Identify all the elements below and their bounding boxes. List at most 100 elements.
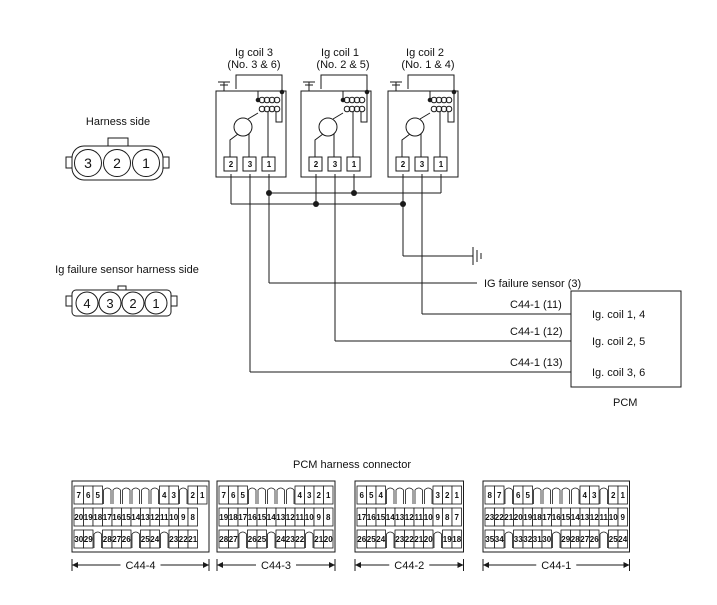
pcm-connector-pin: 14 — [571, 513, 580, 522]
coil-3-pin-1: 1 — [267, 160, 272, 169]
ignition-coil-2 — [300, 74, 372, 178]
pcm-connector-pin: 20 — [324, 535, 333, 544]
pcm-connector-pin: 19 — [219, 513, 228, 522]
pcm-connector-pin: 26 — [248, 535, 257, 544]
ignition-coil-1 — [215, 74, 287, 178]
pcm-connector-pin: 17 — [542, 513, 551, 522]
pcm-connector-pin: 26 — [590, 535, 599, 544]
coil-1-sublabel: (No. 2 & 5) — [316, 59, 369, 71]
pcm-connector-pin: 2 — [191, 491, 196, 500]
pcm-connector-pin: 23 — [395, 535, 404, 544]
pcm-connector-pin: 11 — [296, 513, 305, 522]
pcm-connector-pin: 12 — [405, 513, 414, 522]
pcm-connector-pin: 3 — [436, 491, 441, 500]
pcm-connector-pin: 7 — [455, 513, 460, 522]
pcm-connector-pin: 29 — [561, 535, 570, 544]
junction-dots — [266, 190, 406, 207]
pcm-connector-pin: 4 — [298, 491, 303, 500]
pcm-connector-pin: 19 — [443, 535, 452, 544]
pcm-connector-pin: 6 — [86, 491, 91, 500]
pcm-connector-pin: 8 — [191, 513, 196, 522]
pcm-connector-pin: 22 — [405, 535, 414, 544]
pcm-connector-pin: 1 — [621, 491, 626, 500]
pcm-connector-pin: 25 — [367, 535, 376, 544]
pcm-connector-pin: 12 — [286, 513, 295, 522]
pcm-connector-pin: 2 — [445, 491, 450, 500]
sensor-pin-2: 2 — [129, 296, 136, 311]
pcm-connector-pin: 17 — [103, 513, 112, 522]
pcm-connector-pin: 24 — [376, 535, 385, 544]
pcm-connector-pin: 9 — [181, 513, 186, 522]
pcm-connector-pin: 5 — [526, 491, 531, 500]
pcm-connector-pin: 20 — [74, 513, 83, 522]
pcm-connector-pin: 16 — [367, 513, 376, 522]
pcm-connector-pin: 7 — [77, 491, 82, 500]
pcm-connector-pin: 29 — [84, 535, 93, 544]
coil-3-sublabel: (No. 3 & 6) — [227, 59, 280, 71]
pcm-connector-pin: 9 — [436, 513, 441, 522]
pcm-connector-pin: 6 — [516, 491, 521, 500]
pcm-connector-pin: 4 — [583, 491, 588, 500]
pcm-connector-pin: 23 — [169, 535, 178, 544]
pcm-connector-pin: 27 — [580, 535, 589, 544]
pcm-connector-pin: 14 — [267, 513, 276, 522]
pcm-connector-pin: 8 — [445, 513, 450, 522]
pcm-connector-pin: 18 — [229, 513, 238, 522]
pcm-connector-pin: 13 — [141, 513, 150, 522]
sensor-harness-label: Ig failure sensor harness side — [55, 264, 199, 276]
pcm-connector-pin: 5 — [96, 491, 101, 500]
pcm-connector-title: PCM harness connector — [293, 459, 411, 471]
pcm-connector-pin: 21 — [504, 513, 513, 522]
pcm-connector-pin: 4 — [379, 491, 384, 500]
pcm-connector-pin: 30 — [542, 535, 551, 544]
pcm-connector-pin: 27 — [229, 535, 238, 544]
pcm-connector-pin: 10 — [609, 513, 618, 522]
pcm-connector-pin: 28 — [571, 535, 580, 544]
pcm-label: PCM — [613, 397, 637, 409]
pcm-connector-pin: 30 — [74, 535, 83, 544]
pcm-connector-pin: 25 — [257, 535, 266, 544]
pcm-connector-pin: 24 — [276, 535, 285, 544]
wiring — [230, 174, 571, 373]
pcm-connector-pin: 18 — [533, 513, 542, 522]
pcm-connector-pin: 6 — [360, 491, 365, 500]
pcm-connector-pin: 24 — [150, 535, 159, 544]
coil-3-label: Ig coil 3 — [235, 47, 273, 59]
pcm-connector-pin: 13 — [276, 513, 285, 522]
harness-pin-2: 2 — [113, 155, 121, 171]
ig-failure-sensor-label: IG failure sensor (3) — [484, 278, 581, 290]
pcm-connector-pin: 9 — [621, 513, 626, 522]
pcm-connector-pin: 31 — [533, 535, 542, 544]
pcm-connector-pin: 17 — [238, 513, 247, 522]
pcm-pin-ig-coil-3-6: Ig. coil 3, 6 — [592, 367, 645, 379]
sensor-pin-3: 3 — [106, 296, 113, 311]
coil-1-label: Ig coil 1 — [321, 47, 359, 59]
coil-3-pin-3: 3 — [248, 160, 253, 169]
pcm-connector-block-label: C44-1 — [541, 560, 571, 572]
pcm-connector-pin: 5 — [241, 491, 246, 500]
pcm-connector-pin: 1 — [455, 491, 460, 500]
pcm-connector-pin: 2 — [317, 491, 322, 500]
pcm-connector-pin: 28 — [103, 535, 112, 544]
pcm-connector-pin: 16 — [552, 513, 561, 522]
coil-1-pin-2: 2 — [314, 160, 319, 169]
pcm-connector-pin: 3 — [592, 491, 597, 500]
pcm-connector-pin: 33 — [514, 535, 523, 544]
pcm-connector-pin: 16 — [112, 513, 121, 522]
pcm-connector-pin: 23 — [485, 513, 494, 522]
ignition-coil-3 — [387, 74, 459, 178]
pcm-connector-pin: 28 — [219, 535, 228, 544]
pcm-connector-pin: 13 — [580, 513, 589, 522]
wire-c44-1-12-label: C44-1 (12) — [510, 326, 563, 338]
pcm-connector-pin: 15 — [257, 513, 266, 522]
pcm-connector-pin: 25 — [141, 535, 150, 544]
pcm-connector-pin: 22 — [295, 535, 304, 544]
pcm-connector-pin: 15 — [376, 513, 385, 522]
pcm-connector-block-label: C44-3 — [261, 560, 291, 572]
pcm-connector-pin: 15 — [122, 513, 131, 522]
coil-2-label: Ig coil 2 — [406, 47, 444, 59]
